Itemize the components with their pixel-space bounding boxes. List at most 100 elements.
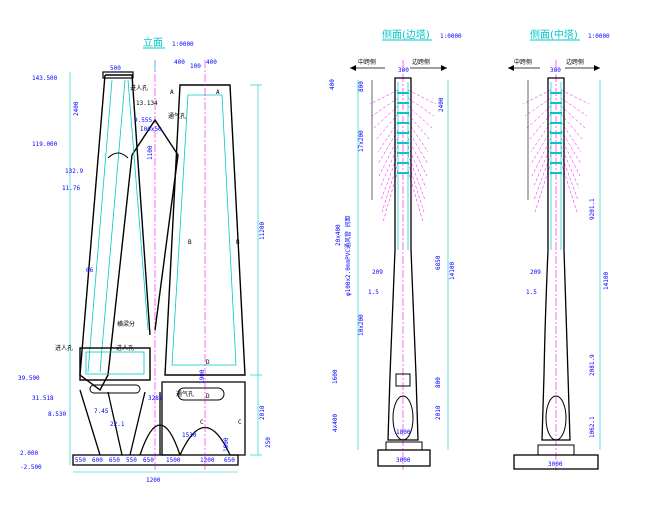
elev-low2: 8.530 [48, 411, 66, 418]
side-dim-1600: 1600 [223, 437, 230, 452]
side-a-scale: 1:0000 [440, 33, 462, 40]
side-a-anchors [397, 92, 409, 174]
label-vent2: 通气孔 [176, 390, 194, 398]
side-a-slope: 1.5 [368, 289, 379, 296]
front-lower-legs [79, 389, 161, 456]
front-leg-inner [105, 74, 151, 336]
section-c-left: C [200, 419, 204, 426]
side-a-dim-20x400: 20x400 [335, 224, 342, 246]
side-a-pedestal [385, 441, 423, 451]
section-c-right: C [238, 419, 242, 426]
base-seg-3: 550 [126, 457, 137, 464]
front-view-scale: 1:0000 [172, 41, 194, 48]
side-a-title: 侧面(边塔) [382, 28, 430, 41]
side-b-dim-9201: 9201.1 [589, 198, 596, 220]
side-a-tower-inner [397, 82, 409, 250]
side-b-right-dir: 边跨侧 [566, 58, 584, 66]
front-total-width: 1200 [146, 477, 161, 484]
label-beam: 横梁分 [117, 320, 135, 328]
elev-lower: 31.518 [32, 395, 54, 402]
side-a-dim-800: 800 [358, 81, 365, 92]
label-access-low: 进人孔 [55, 344, 73, 352]
side-b-slope-num: 209 [530, 269, 541, 276]
front-mid-arch [107, 152, 129, 159]
front-leg-hollow-line-2 [99, 79, 126, 373]
elev-top: 143.500 [32, 75, 58, 82]
front-dim-1176: 11.76 [62, 185, 80, 192]
side-b-top-width: 300 [550, 67, 561, 74]
base-seg-6: 1200 [200, 457, 215, 464]
base-seg-5: 1500 [166, 457, 181, 464]
front-leg-hollow-line [87, 79, 113, 373]
label-vent: 通气孔 [168, 112, 186, 120]
base-seg-7: 650 [224, 457, 235, 464]
elev-mid: 119.000 [32, 141, 58, 148]
side-a-dim-17x200: 17x200 [358, 130, 365, 152]
side-b-dim-1062: 1062.1 [589, 416, 596, 438]
side-a-dim-10x200: 10x200 [358, 314, 365, 336]
front-dim-3282: 3282 [148, 395, 163, 402]
front-dim-upper: 2400 [73, 101, 80, 116]
side-view-a: 侧面(边塔) 1:0000 中跨侧 边跨侧 [329, 28, 462, 470]
side-top-a: 400 [174, 59, 185, 66]
side-a-right-arrow-head [441, 65, 447, 71]
front-side-void [177, 387, 225, 401]
label-access-mid: 进人孔 [116, 344, 134, 352]
side-a-dim-6850: 6850 [435, 255, 442, 270]
side-a-dim-14100: 14100 [449, 262, 456, 280]
front-top-width: 500 [110, 65, 121, 72]
side-a-base-width: 3000 [396, 457, 411, 464]
side-dim-total: 11200 [259, 222, 266, 240]
front-lower-beam-inner [85, 351, 145, 375]
side-b-slope: 1.5 [526, 289, 537, 296]
elev-base: 2.000 [20, 450, 38, 457]
side-dim-2010: 2010 [259, 405, 266, 420]
front-beam-void [89, 384, 141, 394]
label-access-top: 进人孔 [130, 84, 148, 92]
front-top-cap [102, 71, 134, 79]
section-a-left: A [170, 89, 174, 96]
side-b-left-dir: 中跨侧 [514, 58, 532, 66]
side-b-right-arrow-head [594, 65, 600, 71]
side-a-left-dir: 中跨侧 [358, 58, 376, 66]
side-a-dim-400: 400 [329, 79, 336, 90]
section-a-right: A [216, 89, 220, 96]
front-side-lower [161, 381, 246, 456]
side-b-left-arrow-head [508, 65, 514, 71]
elev-bottom: -2.500 [20, 464, 42, 471]
elev-beam: 39.500 [18, 375, 40, 382]
front-leg-outer [79, 74, 179, 392]
front-dim-1100: 1100 [147, 145, 154, 160]
front-foundation [72, 454, 239, 466]
side-b-lower-leg [545, 395, 567, 441]
section-b-left: B [188, 239, 192, 246]
front-dim-221: 22.1 [110, 421, 125, 428]
side-b-scale: 1:0000 [588, 33, 610, 40]
front-side-hollow [171, 94, 237, 366]
side-a-tower [387, 77, 419, 441]
side-b-dim-2081: 2081.9 [589, 354, 596, 376]
side-b-base-width: 3000 [548, 461, 563, 468]
side-a-dim-2010: 2010 [435, 405, 442, 420]
side-a-right-dir: 边跨侧 [412, 58, 430, 66]
side-a-top-width: 300 [398, 67, 409, 74]
side-a-slope-num: 209 [372, 269, 383, 276]
front-dim-1530: 1530 [182, 432, 197, 439]
base-seg-0: 550 [75, 457, 86, 464]
side-top-b: 100 [190, 63, 201, 70]
side-top-c: 400 [206, 59, 217, 66]
side-a-left-arrow-head [350, 65, 356, 71]
front-lower-beam [79, 347, 151, 381]
front-leg-hollow-line-3 [127, 79, 149, 331]
side-a-lower-leg [392, 395, 414, 441]
side-b-tower [541, 77, 571, 441]
section-d-upper: D [206, 359, 210, 366]
side-a-base-inner: 1800 [396, 429, 411, 436]
front-lower-arch [139, 424, 181, 456]
section-b-right: B [236, 239, 240, 246]
side-a-dim-2400: 2400 [438, 97, 445, 112]
side-a-dim-1600: 1600 [332, 369, 339, 384]
front-dim-66: 66 [86, 267, 94, 274]
side-b-anchors [550, 92, 562, 174]
